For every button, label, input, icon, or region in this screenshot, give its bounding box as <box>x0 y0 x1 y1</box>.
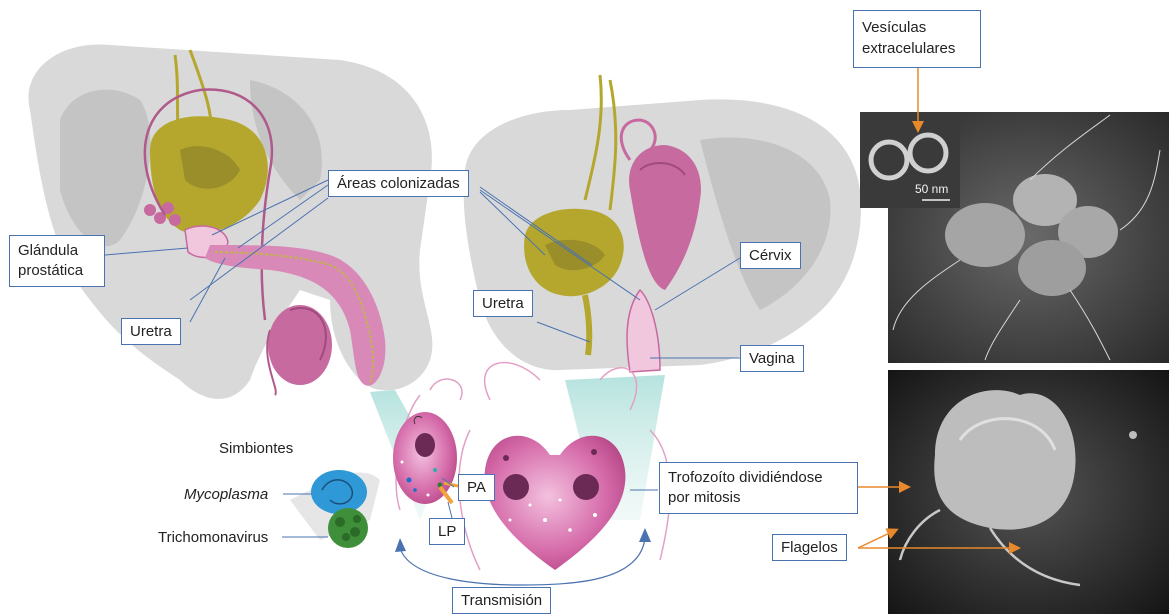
trichomonas-cell <box>393 379 462 510</box>
label-trichomonavirus: Trichomonavirus <box>158 529 268 546</box>
transmission-arrowhead-right <box>639 528 651 542</box>
label-uretra-male: Uretra <box>121 318 181 345</box>
label-simbiontes: Simbiontes <box>219 440 293 457</box>
label-glandula-prostatica: Glándula prostática <box>9 235 105 287</box>
label-vesiculas-extracelulares: Vesículas extracelulares <box>853 10 981 68</box>
transmission-arrowhead-left <box>395 538 406 552</box>
transmission-arc <box>400 538 645 585</box>
female-anatomy <box>464 75 861 372</box>
label-uretra-female: Uretra <box>473 290 533 317</box>
label-cervix: Cérvix <box>740 242 801 269</box>
label-pa: PA <box>458 474 495 501</box>
label-lp: LP <box>429 518 465 545</box>
scale-label: 50 nm <box>915 182 948 196</box>
label-trofozoito: Trofozoíto dividiéndose por mitosis <box>659 462 858 514</box>
male-anatomy <box>28 44 432 398</box>
trichomonavirus-symbiont <box>328 508 368 548</box>
label-flagelos: Flagelos <box>772 534 847 561</box>
label-transmision: Transmisión <box>452 587 551 614</box>
mycoplasma-symbiont <box>311 470 367 514</box>
label-mycoplasma: Mycoplasma <box>184 486 268 503</box>
label-vagina: Vagina <box>740 345 804 372</box>
label-areas-colonizadas: Áreas colonizadas <box>328 170 469 197</box>
